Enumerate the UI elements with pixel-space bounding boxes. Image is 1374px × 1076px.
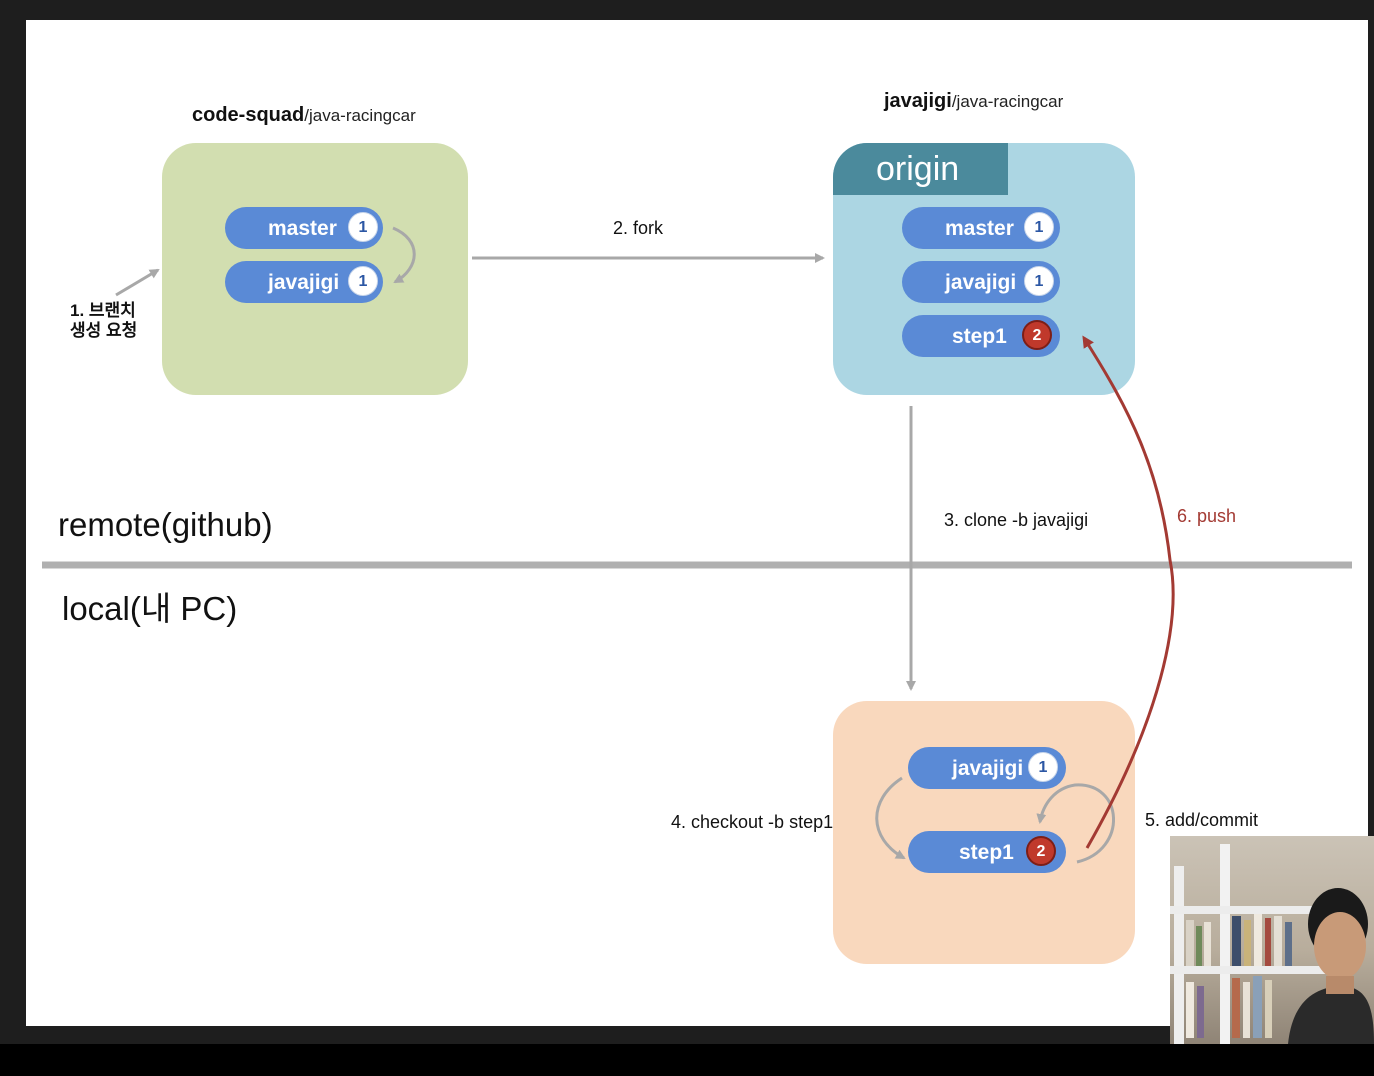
branch-label: javajigi (268, 271, 340, 294)
create-branch-curve-arrow (392, 226, 416, 284)
local-branch-step1: step1 2 (908, 831, 1066, 873)
commit-count-badge: 1 (1028, 752, 1058, 782)
origin-tag: origin (833, 143, 1008, 195)
commit-count-badge: 1 (348, 212, 378, 242)
commit-loop-arrow (1036, 783, 1115, 864)
branch-label: step1 (959, 841, 1014, 864)
remote-section-label: remote(github) (58, 506, 273, 543)
upstream-repo-title: code-squad/java-racingcar (192, 104, 416, 127)
step2-fork-label: 2. fork (613, 218, 664, 238)
bottom-bar (0, 1044, 1374, 1076)
step3-clone-label: 3. clone -b javajigi (944, 510, 1089, 530)
commit-count-badge: 1 (348, 266, 378, 296)
fork-repo-title: javajigi/java-racingcar (884, 90, 1063, 113)
branch-label: javajigi (952, 757, 1024, 780)
webcam-overlay (1170, 836, 1374, 1044)
push-arrow (1082, 335, 1175, 849)
step1-label-line1: 1. 브랜치 (70, 301, 136, 320)
upstream-branch-master: master 1 (225, 207, 383, 249)
branch-request-arrow (115, 268, 160, 297)
branch-label: javajigi (945, 271, 1017, 294)
origin-tag-label: origin (876, 150, 960, 188)
fork-path: /java-racingcar (951, 92, 1064, 111)
fork-branch-step1: step1 2 (902, 315, 1060, 357)
step6-push-label: 6. push (1177, 506, 1237, 526)
step1-label: 1. 브랜치 생성 요청 (70, 301, 137, 341)
step5-commit-label: 5. add/commit (1145, 810, 1259, 830)
branch-label: master (945, 217, 1014, 240)
fork-branch-master: master 1 (902, 207, 1060, 249)
webcam-scene (1170, 844, 1374, 1044)
checkout-curve-arrow (875, 776, 906, 860)
upstream-path: /java-racingcar (304, 106, 416, 125)
fork-branch-javajigi: javajigi 1 (902, 261, 1060, 303)
local-branch-javajigi: javajigi 1 (908, 747, 1066, 789)
commit-count-badge: 1 (1024, 212, 1054, 242)
fork-owner: javajigi (884, 90, 952, 112)
branch-label: master (268, 217, 337, 240)
commit-count-badge: 2 (1022, 320, 1052, 350)
branch-label: step1 (952, 325, 1007, 348)
step1-label-line2: 생성 요청 (70, 321, 138, 340)
upstream-branch-javajigi: javajigi 1 (225, 261, 383, 303)
local-section-label: local(내 PC) (62, 590, 238, 627)
upstream-owner: code-squad (192, 104, 305, 126)
commit-count-badge: 1 (1024, 266, 1054, 296)
commit-count-badge: 2 (1026, 836, 1056, 866)
step4-checkout-label: 4. checkout -b step1 (671, 812, 834, 832)
